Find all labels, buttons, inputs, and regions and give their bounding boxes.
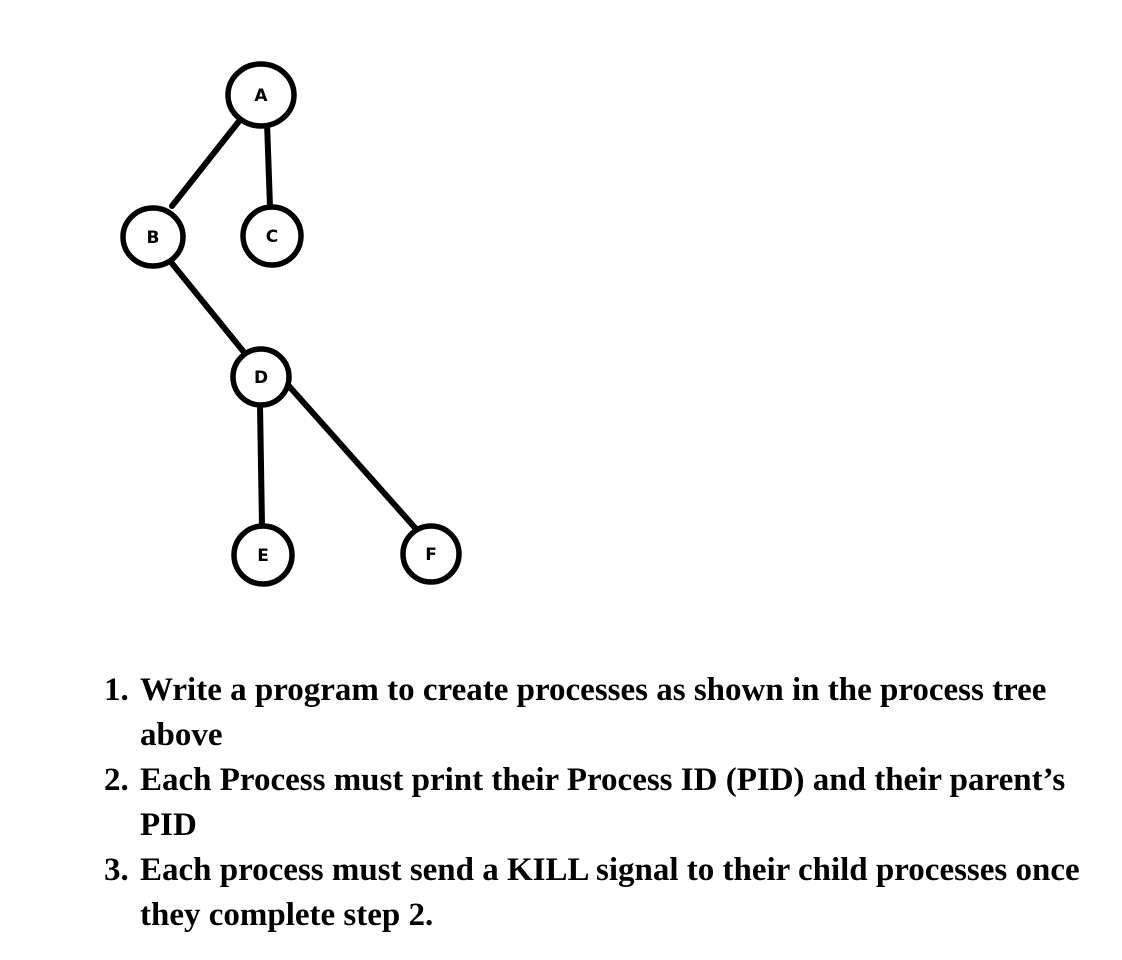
node-C-label: C — [266, 227, 278, 247]
edge-A-B — [169, 117, 243, 209]
edge-D-E — [257, 402, 265, 529]
task-item-1: 1. Write a program to create processes a… — [104, 668, 1104, 758]
node-A-label: A — [254, 86, 268, 106]
node-B-circle — [120, 205, 186, 269]
node-C-circle — [240, 204, 304, 268]
tree-nodes: A B C D E F — [120, 61, 462, 587]
task-list: 1. Write a program to create processes a… — [104, 668, 1104, 938]
task-text: Each Process must print their Process ID… — [140, 762, 1066, 843]
node-B: B — [120, 205, 186, 269]
node-B-label: B — [147, 228, 160, 248]
node-D-circle — [230, 346, 292, 408]
node-C: C — [240, 204, 304, 268]
task-number: 3. — [104, 852, 129, 888]
node-F: F — [400, 523, 462, 585]
node-E-label: E — [257, 546, 269, 566]
task-number: 1. — [104, 672, 129, 708]
node-E-circle — [231, 523, 295, 587]
tree-edges — [167, 117, 420, 533]
task-item-3: 3. Each process must send a KILL signal … — [104, 848, 1104, 938]
edge-A-C — [264, 119, 273, 210]
edge-B-D — [167, 258, 246, 354]
process-tree-diagram: A B C D E F — [120, 61, 462, 587]
node-A: A — [225, 61, 297, 129]
edge-D-F — [285, 382, 420, 533]
task-number: 2. — [104, 762, 129, 798]
node-D: D — [230, 346, 292, 408]
task-text: Write a program to create processes as s… — [140, 672, 1047, 753]
node-E: E — [231, 523, 295, 587]
task-item-2: 2. Each Process must print their Process… — [104, 758, 1104, 848]
node-F-circle — [400, 523, 462, 585]
node-D-label: D — [254, 368, 268, 388]
task-text: Each process must send a KILL signal to … — [140, 852, 1080, 933]
node-A-circle — [225, 61, 297, 129]
node-F-label: F — [425, 545, 437, 565]
